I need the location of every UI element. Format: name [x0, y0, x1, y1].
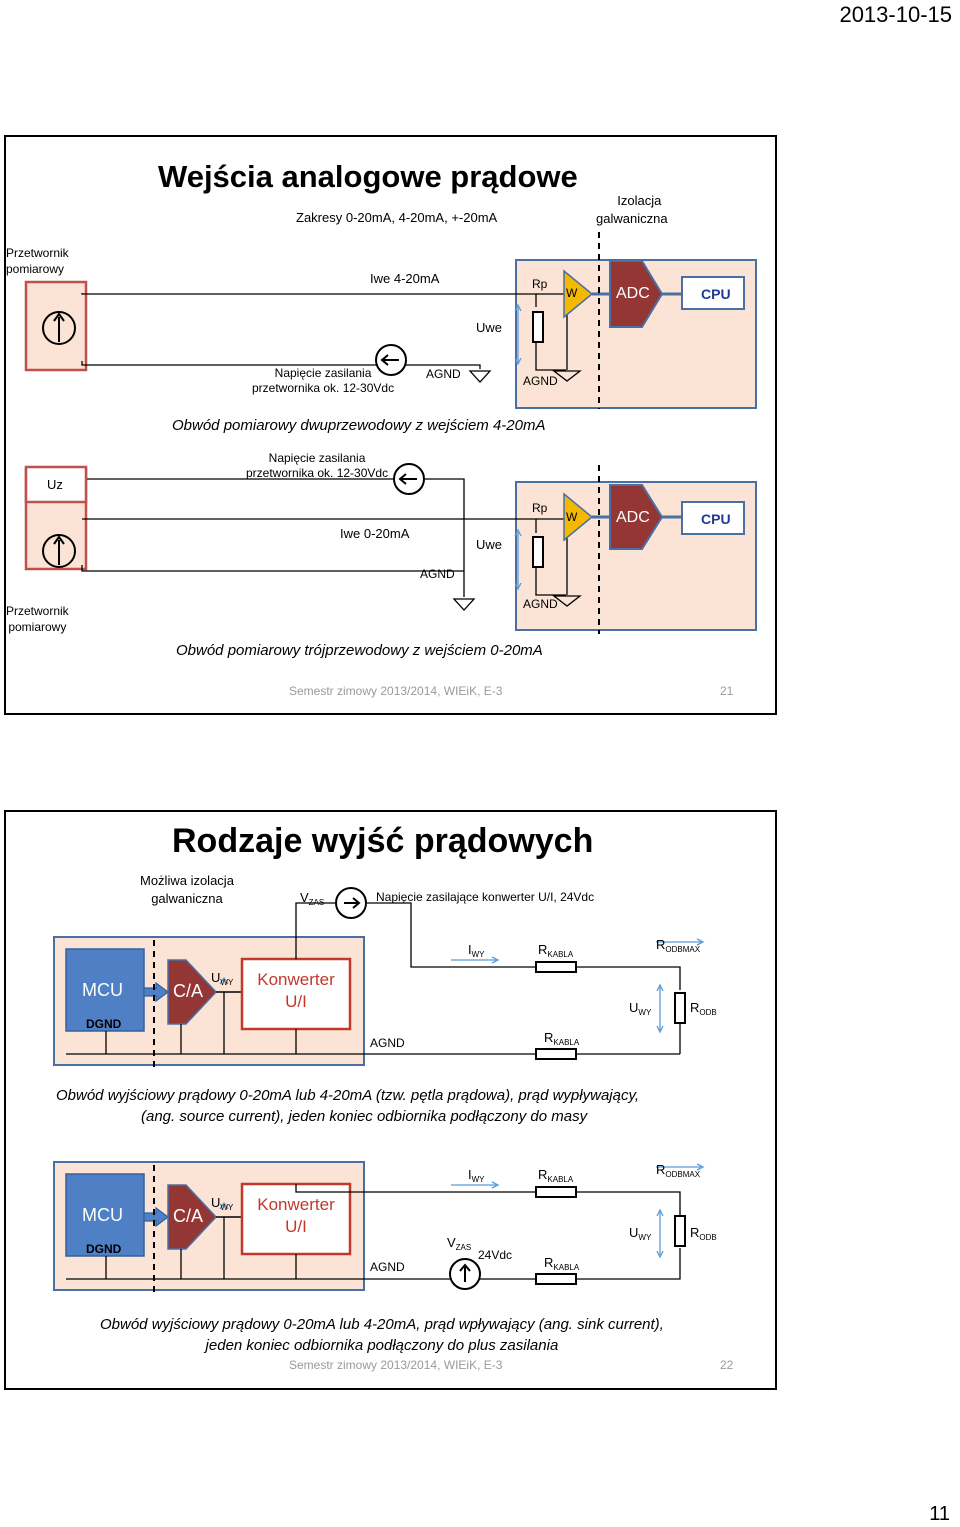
iwe-0-20-label: Iwe 0-20mA: [340, 526, 410, 541]
agnd-label-2: AGND: [523, 374, 558, 388]
caption-two-wire: Obwód pomiarowy dwuprzewodowy z wejściem…: [172, 417, 546, 434]
uwy-label-1: UWY: [211, 970, 234, 987]
dgnd-label-1: DGND: [86, 1017, 122, 1031]
agnd-symbol-3: [452, 598, 476, 611]
slide1-footer: Semestr zimowy 2013/2014, WIEiK, E-3: [289, 684, 503, 698]
agnd-label-3: AGND: [420, 567, 455, 581]
rodbmax-label-2: RODBMAX: [656, 1162, 701, 1179]
caption-source-current: Obwód wyjściowy prądowy 0-20mA lub 4-20m…: [56, 1087, 640, 1125]
page-number: 11: [929, 1503, 950, 1525]
document-date: 2013-10-15: [839, 2, 952, 27]
ranges-label: Zakresy 0-20mA, 4-20mA, +-20mA: [296, 210, 498, 225]
rkabla-label-1: RKABLA: [538, 942, 574, 959]
rodb-label-1: RODB: [690, 1000, 717, 1017]
agnd-label-1: AGND: [426, 367, 461, 381]
slide2-number: 22: [720, 1358, 734, 1372]
supply-label-1: Napięcie zasilania przetwornika ok. 12-3…: [252, 366, 395, 395]
caption-sink-current: Obwód wyjściowy prądowy 0-20mA lub 4-20m…: [100, 1316, 664, 1354]
ca-label-2: C/A: [173, 1206, 204, 1226]
agnd-symbol-1: [468, 370, 492, 383]
cpu-label-1: CPU: [701, 286, 731, 302]
konwerter-label-2: Konwerter U/I: [257, 1195, 335, 1236]
iwy-label-1: IWY: [468, 942, 485, 959]
slide2-circuit-diagram: [53, 887, 705, 1293]
rodb-label-2: RODB: [690, 1225, 717, 1242]
mcu-label-2: MCU: [82, 1205, 123, 1225]
agnd-symbol-2: [552, 370, 582, 382]
uwy-label-4: UWY: [629, 1225, 652, 1242]
agnd-symbol-4: [552, 595, 582, 607]
rodbmax-label-1: RODBMAX: [656, 937, 701, 954]
dgnd-label-2: DGND: [86, 1242, 122, 1256]
caption-three-wire: Obwód pomiarowy trójprzewodowy z wejście…: [176, 642, 543, 659]
rp-label-1: Rp: [532, 277, 548, 291]
agnd-label-4: AGND: [523, 597, 558, 611]
transducer-label-1: Przetwornik pomiarowy: [6, 246, 69, 276]
adc-label-2: ADC: [616, 509, 650, 526]
supply-source-4-icon: [449, 1258, 481, 1290]
iwy-label-2: IWY: [468, 1167, 485, 1184]
uwy-label-2: UWY: [629, 1000, 652, 1017]
current-source-2-icon: [42, 534, 76, 568]
mcu-box-2: [65, 1173, 145, 1257]
ca-label-1: C/A: [173, 981, 204, 1001]
uwy-label-3: UWY: [211, 1195, 234, 1212]
uz-label: Uz: [47, 477, 63, 492]
rkabla-label-4: RKABLA: [544, 1255, 580, 1272]
w-label-1: W: [566, 286, 578, 300]
supply-label-2: Napięcie zasilania przetwornika ok. 12-3…: [246, 451, 389, 480]
supply-source-1-icon: [375, 344, 407, 376]
cpu-label-2: CPU: [701, 511, 731, 527]
slide2-footer: Semestr zimowy 2013/2014, WIEiK, E-3: [289, 1358, 503, 1372]
slide1-number: 21: [720, 684, 734, 698]
mcu-label-1: MCU: [82, 980, 123, 1000]
konwerter-label-1: Konwerter U/I: [257, 970, 335, 1011]
rp-label-2: Rp: [532, 501, 548, 515]
slide-current-output-types: Rodzaje wyjść prądowych Możliwa izolacja…: [4, 810, 777, 1390]
uwe-label-1: Uwe: [476, 320, 503, 335]
agnd-label-5: AGND: [370, 1036, 405, 1050]
iwe-4-20-label: Iwe 4-20mA: [370, 271, 440, 286]
slide-analog-current-inputs: Wejścia analogowe prądowe Zakresy 0-20mA…: [4, 135, 777, 715]
agnd-label-6: AGND: [370, 1260, 405, 1274]
rkabla-label-3: RKABLA: [538, 1167, 574, 1184]
rkabla-label-2: RKABLA: [544, 1030, 580, 1047]
vdc24-label: 24Vdc: [478, 1248, 513, 1262]
uwe-label-2: Uwe: [476, 537, 503, 552]
isolation-note: Możliwa izolacja galwaniczna: [140, 873, 234, 906]
adc-label-1: ADC: [616, 285, 650, 302]
supply-text: Napięcie zasilające konwerter U/I, 24Vdc: [376, 890, 595, 904]
vzas-label-2: VZAS: [447, 1235, 472, 1252]
w-label-2: W: [566, 510, 578, 524]
current-source-1-icon: [42, 311, 76, 345]
vzas-label-1: VZAS: [300, 890, 325, 907]
slide1-title: Wejścia analogowe prądowe: [158, 159, 578, 194]
slide2-title: Rodzaje wyjść prądowych: [172, 822, 594, 860]
slide1-circuit-diagram: [24, 232, 757, 634]
transducer-1-box: [24, 280, 88, 372]
transducer-label-2: Przetwornik pomiarowy: [6, 604, 69, 634]
isolation-label: Izolacja galwaniczna: [596, 193, 668, 226]
